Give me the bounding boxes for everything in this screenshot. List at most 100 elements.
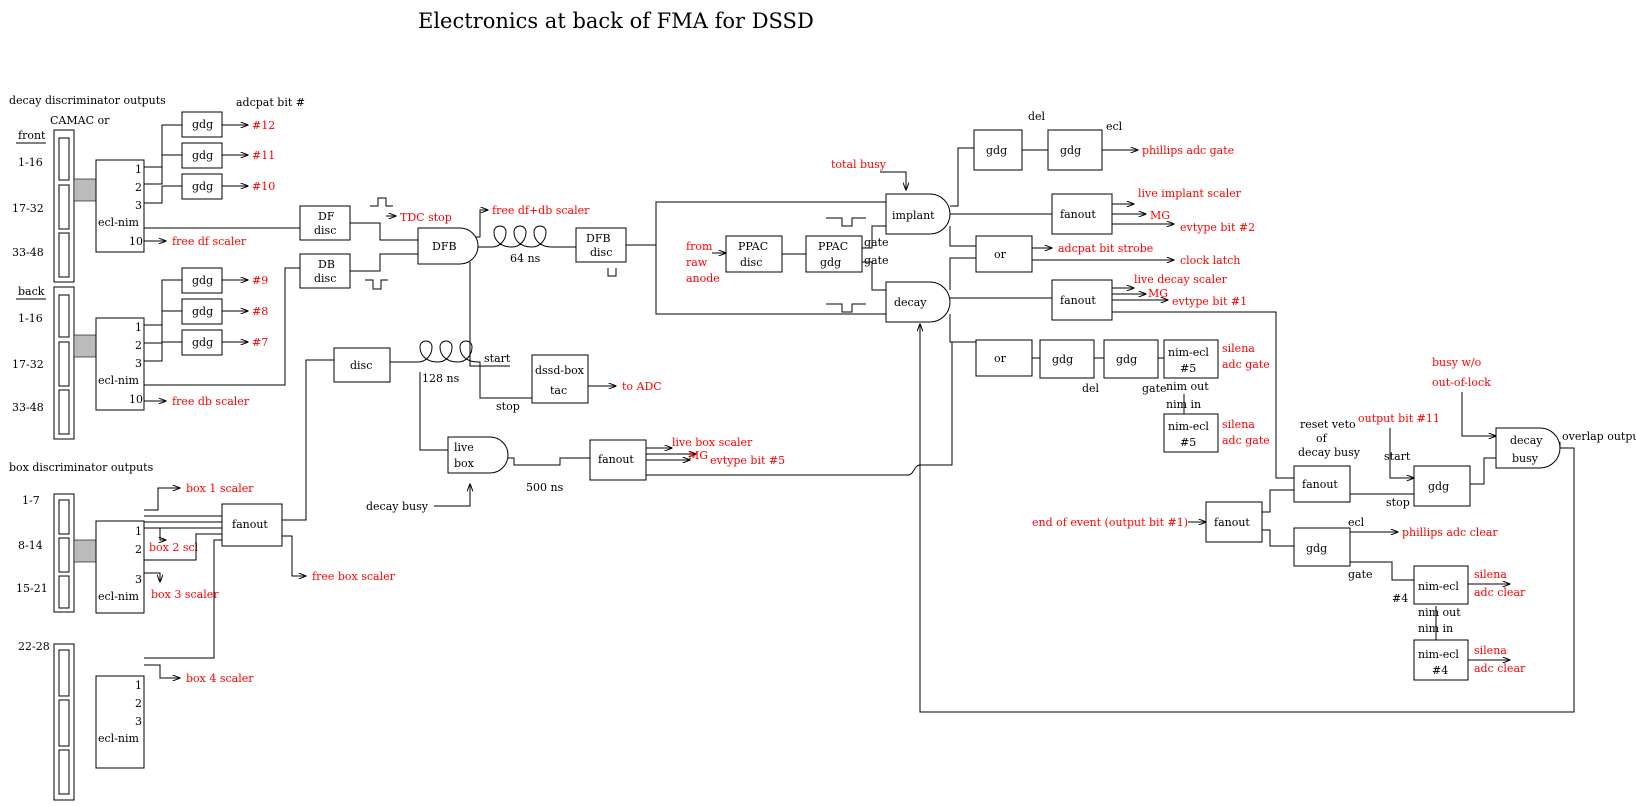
- tdc-stop-label: TDC stop: [400, 211, 452, 224]
- live-box-and-gate: [447, 436, 509, 474]
- adc-gate-label-1: adc gate: [1222, 358, 1270, 371]
- back-ecl-nim-ch1: 1: [135, 321, 142, 334]
- gdg-front-3-label: gdg: [192, 180, 213, 193]
- gdg-back-2-label: gdg: [192, 305, 213, 318]
- live-box-fanout-label: fanout: [598, 453, 634, 466]
- of-label: of: [1316, 432, 1328, 445]
- free-dfdb-scaler-label: free df+db scaler: [492, 204, 590, 217]
- output-bit11-label: output bit #11: [1358, 412, 1440, 425]
- silena-clear-label-1: silena: [1474, 568, 1507, 581]
- implant-and-gate: [885, 193, 951, 235]
- stop-label: stop: [496, 400, 520, 413]
- front-range-17-32: 17-32: [12, 202, 44, 215]
- gdg-back-3-label: gdg: [192, 336, 213, 349]
- db-disc: [299, 253, 351, 289]
- num4-left-label: #4: [1392, 592, 1408, 605]
- pulse-ppac-bottom: [826, 303, 866, 313]
- decay-gdg-1-label: gdg: [1052, 353, 1073, 366]
- nim-out-label-4: nim out: [1418, 606, 1461, 619]
- back-ecl-nim-ch3: 3: [135, 357, 142, 370]
- bit7-label: #7: [252, 336, 268, 349]
- ppac-gdg-label: PPAC: [818, 240, 848, 253]
- gdg-front-3: [181, 173, 223, 200]
- box3-scaler-label: box 3 scaler: [151, 588, 219, 601]
- implant-gdg-2: [1047, 129, 1103, 171]
- front-ecl-nim-ch1: 1: [135, 163, 142, 176]
- bit10-label: #10: [252, 180, 275, 193]
- phillips-adc-clear-label: phillips adc clear: [1402, 526, 1498, 539]
- nim-out-label-5: nim out: [1166, 380, 1209, 393]
- front-ecl-nim-label: ecl-nim: [98, 216, 140, 229]
- front-ecl-nim: [95, 159, 145, 253]
- nim-in-label-5: nim in: [1166, 398, 1201, 411]
- decay-disc-outputs-label: decay discriminator outputs: [9, 94, 166, 107]
- decay-label: decay: [894, 296, 927, 309]
- back-range-33-48: 33-48: [12, 401, 44, 414]
- implant-fanout: [1051, 193, 1113, 235]
- box-disc-outputs-label: box discriminator outputs: [9, 461, 154, 474]
- back-ecl-nim-label: ecl-nim: [98, 374, 140, 387]
- reset-fanout: [1293, 465, 1351, 503]
- nim-ecl-4b-num: #4: [1432, 664, 1448, 677]
- box-camac-module-1: [53, 493, 97, 613]
- ppac-disc-label: PPAC: [738, 240, 768, 253]
- bit8-label: #8: [252, 305, 268, 318]
- nim-in-label-4: nim in: [1418, 622, 1453, 635]
- evtype1-label: evtype bit #1: [1172, 295, 1247, 308]
- delay-64ns-label: 64 ns: [510, 252, 541, 265]
- nim-ecl-5b-num: #5: [1180, 436, 1196, 449]
- box-ecl-nim-2-label: ecl-nim: [98, 732, 140, 745]
- ppac-gdg: [805, 235, 863, 273]
- box-ecl-nim-2-ch3: 3: [135, 715, 142, 728]
- to-adc-label: to ADC: [622, 380, 662, 393]
- back-ecl-nim-ch2: 2: [135, 339, 142, 352]
- back-range-17-32: 17-32: [12, 358, 44, 371]
- free-db-scaler-label: free db scaler: [172, 395, 250, 408]
- live-box-scaler-label: live box scaler: [672, 436, 753, 449]
- decay-fanout: [1051, 279, 1113, 321]
- dfb-and-gate: [417, 227, 479, 265]
- back-ecl-nim: [95, 317, 145, 411]
- diagram-title: Electronics at back of FMA for DSSD: [418, 9, 814, 33]
- front-ecl-nim-ch3: 3: [135, 199, 142, 212]
- live-decay-scaler-label: live decay scaler: [1134, 273, 1228, 286]
- anode-label: anode: [686, 272, 720, 285]
- free-box-scaler-label: free box scaler: [312, 570, 396, 583]
- total-busy-label: total busy: [831, 158, 887, 171]
- back-ecl-nim-ch10: 10: [129, 393, 143, 406]
- decay-busy-input-label: decay busy: [366, 500, 429, 513]
- nim-ecl-5a: [1163, 339, 1219, 379]
- adcpat-strobe-label: adcpat bit strobe: [1058, 242, 1153, 255]
- live-box-label-2: box: [454, 457, 475, 470]
- nim-ecl-4b: [1413, 639, 1469, 681]
- box-ecl-nim-1-label: ecl-nim: [98, 590, 140, 603]
- back-camac-module: [53, 286, 97, 440]
- tac-label: tac: [550, 384, 567, 397]
- overlap-gdg: [1413, 465, 1471, 507]
- dssd-box-label: dssd-box: [535, 364, 585, 377]
- front-ecl-nim-ch10: 10: [129, 235, 143, 248]
- nim-ecl-4b-label: nim-ecl: [1418, 648, 1459, 661]
- box-disc: [333, 347, 391, 383]
- reset-veto-label: reset veto: [1300, 418, 1356, 431]
- nim-ecl-5b: [1163, 413, 1219, 453]
- delay-128ns-label: 128 ns: [422, 372, 460, 385]
- overlap-output-label: overlap output: [1562, 430, 1636, 443]
- or-decay-label: or: [994, 352, 1007, 365]
- eoe-fanout: [1205, 501, 1263, 543]
- box-range-15-21: 15-21: [16, 582, 48, 595]
- box2-scl-label: box 2 scl: [149, 541, 199, 554]
- ecl-label-top: ecl: [1106, 120, 1123, 133]
- silena-gate-label-2: silena: [1222, 418, 1255, 431]
- mg-decay-label: MG: [1148, 287, 1168, 300]
- camac-or-label: CAMAC or: [50, 114, 110, 127]
- box-ecl-nim-1: [95, 520, 145, 614]
- adc-gate-label-2: adc gate: [1222, 434, 1270, 447]
- busy-wo-label: busy w/o: [1432, 356, 1482, 369]
- ppac-gate-label-2: gate: [864, 254, 889, 267]
- dfb-disc-label: DFB: [586, 232, 611, 245]
- bit9-label: #9: [252, 274, 268, 287]
- implant-gdg-1: [973, 129, 1023, 171]
- decay-busy-reset-label: decay busy: [1298, 446, 1361, 459]
- front-range-33-48: 33-48: [12, 246, 44, 259]
